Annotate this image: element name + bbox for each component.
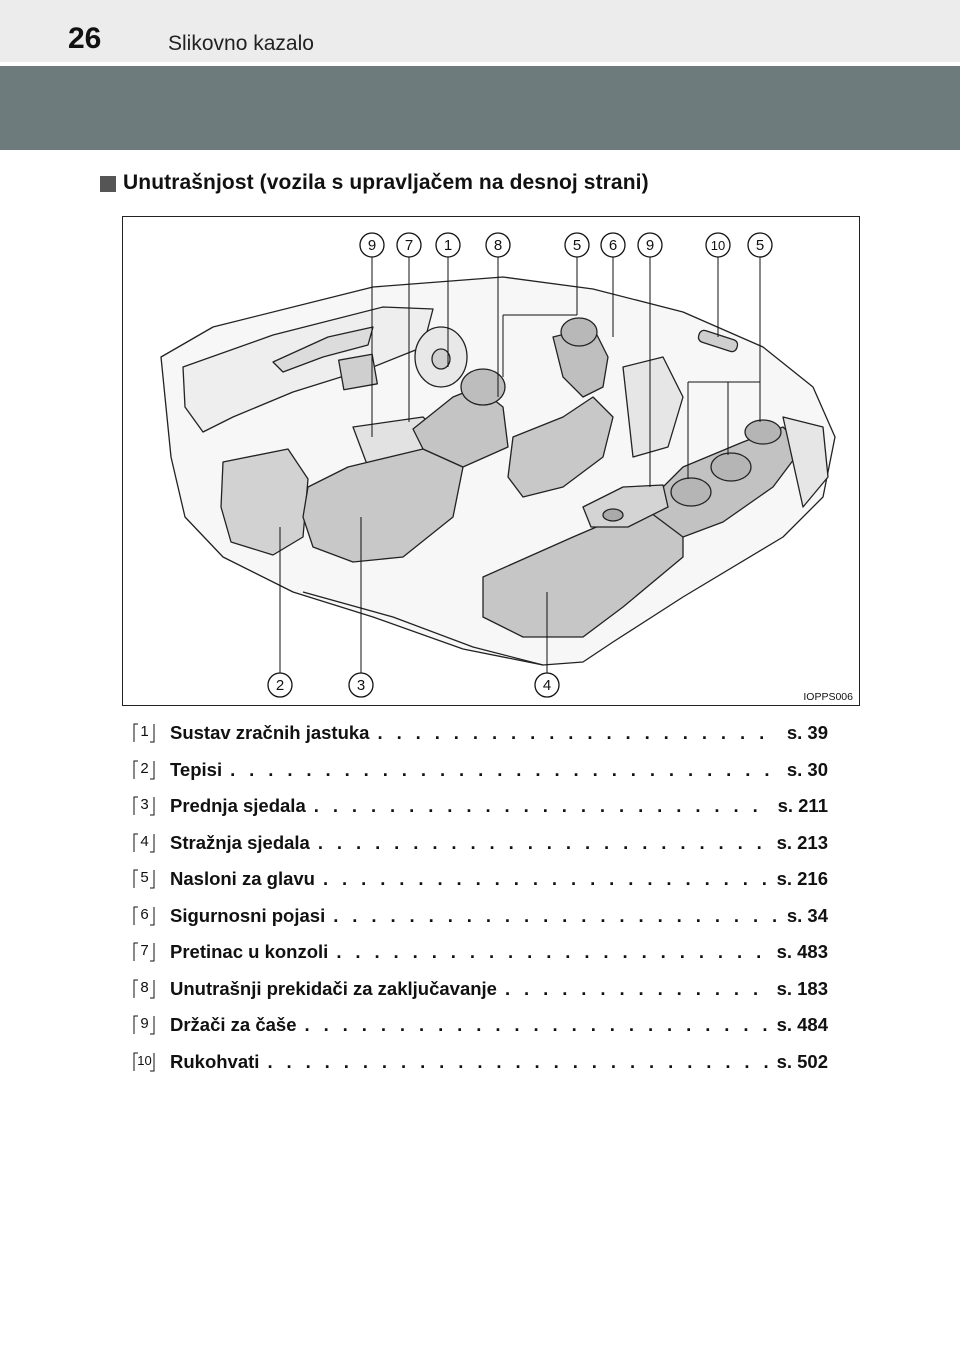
number-bracket-icon [133, 942, 155, 962]
number-bracket-icon [133, 760, 155, 779]
item-label: Sustav zračnih jastuka [170, 722, 370, 743]
item-number: 4 [140, 832, 149, 850]
callout-3: 3 [357, 677, 365, 694]
header-bar: 26 Slikovno kazalo [0, 0, 960, 62]
list-item: 5 Nasloni za glavu s. 216 [130, 860, 830, 897]
number-bracket-icon [133, 979, 155, 998]
leader-dots [505, 978, 769, 1000]
number-bracket-icon [133, 906, 155, 925]
callout-4: 4 [543, 677, 551, 694]
list-item: 10 Rukohvati s. 502 [130, 1043, 830, 1080]
callout-5-a: 5 [573, 237, 581, 254]
leader-dots [318, 832, 769, 854]
item-page-ref[interactable]: s. 183 [776, 977, 828, 999]
item-page-ref[interactable]: s. 30 [786, 758, 828, 780]
callout-7: 7 [405, 237, 413, 254]
list-item: 9 Držači za čaše s. 484 [130, 1006, 830, 1043]
callout-10: 10 [711, 238, 725, 253]
list-item: 6 Sigurnosni pojasi s. 34 [130, 897, 830, 934]
number-bracket-icon [133, 833, 155, 852]
heading-square-icon [100, 176, 116, 192]
item-label: Držači za čaše [170, 1014, 297, 1035]
number-bracket-icon [133, 869, 155, 889]
item-number: 2 [140, 759, 149, 777]
item-number: 7 [140, 942, 149, 959]
item-number: 9 [140, 1015, 149, 1032]
item-page-ref[interactable]: s. 216 [776, 868, 828, 889]
leader-dots [267, 1051, 768, 1073]
item-page-ref[interactable]: s. 483 [776, 941, 828, 962]
item-number: 1 [140, 723, 149, 740]
item-page-ref[interactable]: s. 211 [777, 795, 828, 816]
leader-dots [333, 905, 779, 927]
item-number: 10 [137, 1052, 152, 1068]
number-bracket-icon [133, 796, 155, 816]
car-interior-drawing: 9 7 1 8 5 6 9 10 5 2 3 4 [160, 232, 836, 698]
callout-8: 8 [494, 237, 502, 254]
page-number: 26 [68, 22, 102, 55]
number-bracket-icon [133, 723, 155, 743]
item-page-ref[interactable]: s. 39 [786, 722, 828, 743]
section-title: Slikovno kazalo [168, 32, 314, 55]
item-label: Prednja sjedala [170, 795, 306, 816]
item-label: Stražnja sjedala [170, 831, 310, 853]
section-heading: Unutrašnjost (vozila s upravljačem na de… [100, 168, 649, 198]
item-label: Pretinac u konzoli [170, 941, 329, 962]
item-label: Nasloni za glavu [170, 868, 315, 889]
item-label: Tepisi [170, 758, 223, 780]
leader-dots [314, 795, 770, 817]
item-page-ref[interactable]: s. 213 [776, 831, 828, 853]
leader-dots [336, 941, 768, 963]
item-label: Rukohvati [170, 1050, 260, 1072]
item-label: Sigurnosni pojasi [170, 904, 326, 926]
leader-dots [230, 759, 779, 781]
list-item: 8 Unutrašnji prekidači za zaključavanje s… [130, 970, 830, 1007]
number-bracket-icon [133, 1052, 155, 1071]
callout-1: 1 [444, 237, 452, 254]
item-number: 5 [140, 869, 149, 886]
leader-dots [305, 1014, 769, 1036]
heading-text: Unutrašnjost (vozila s upravljačem na de… [123, 171, 649, 194]
list-item: 2 Tepisi s. 30 [130, 751, 830, 788]
list-item: 4 Stražnja sjedala s. 213 [130, 824, 830, 861]
item-page-ref[interactable]: s. 34 [786, 904, 828, 926]
item-number: 8 [140, 978, 149, 996]
figure-code: IOPPS006 [803, 691, 853, 703]
item-page-ref[interactable]: s. 484 [776, 1014, 828, 1035]
leader-dots [323, 868, 769, 890]
item-label: Unutrašnji prekidači za zaključavanje [170, 977, 497, 999]
item-number: 6 [140, 905, 149, 923]
item-page-ref[interactable]: s. 502 [776, 1050, 828, 1072]
header-band [0, 66, 960, 150]
leader-dots [377, 722, 778, 744]
callout-2: 2 [276, 677, 284, 694]
interior-illustration: 9 7 1 8 5 6 9 10 5 2 3 4 IOPPS006 [122, 216, 860, 706]
index-list: 1 Sustav zračnih jastuka s. 39 2 Tepisi s.… [130, 714, 830, 1079]
number-bracket-icon [133, 1015, 155, 1035]
item-number: 3 [140, 796, 149, 813]
list-item: 3 Prednja sjedala s. 211 [130, 787, 830, 824]
callout-9-a: 9 [368, 237, 376, 254]
list-item: 7 Pretinac u konzoli s. 483 [130, 933, 830, 970]
callout-5-b: 5 [756, 237, 764, 254]
callout-9-b: 9 [646, 237, 654, 254]
callout-6: 6 [609, 237, 617, 254]
list-item: 1 Sustav zračnih jastuka s. 39 [130, 714, 830, 751]
